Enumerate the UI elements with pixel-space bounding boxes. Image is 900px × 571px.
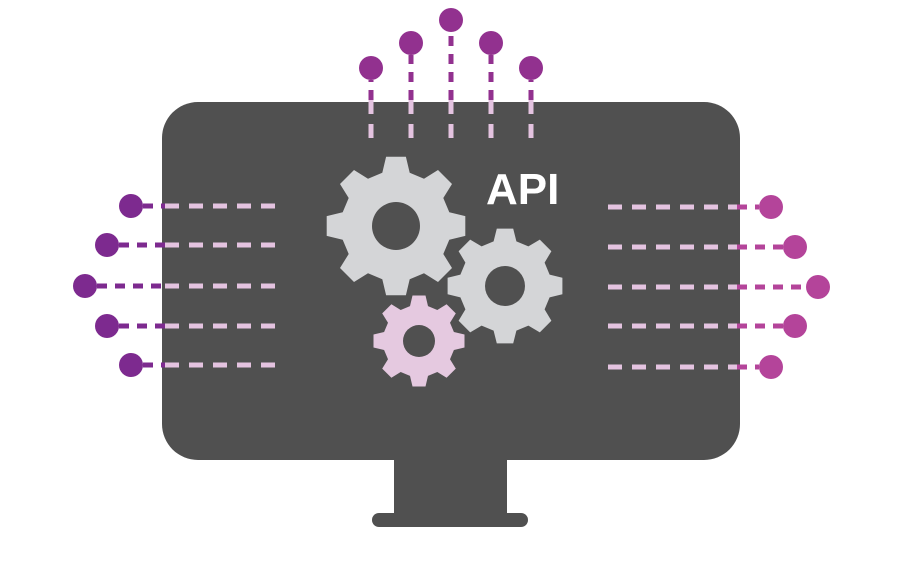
connector-node-icon xyxy=(119,194,143,218)
gears xyxy=(326,156,563,387)
gear-hole xyxy=(485,266,525,306)
connector-node-icon xyxy=(759,355,783,379)
right-connector xyxy=(608,275,830,299)
gear-icon xyxy=(373,295,465,387)
connector-node-icon xyxy=(783,314,807,338)
gear-hole xyxy=(403,325,435,357)
connector-node-icon xyxy=(95,233,119,257)
right-connector xyxy=(608,355,783,379)
top-connector xyxy=(479,31,503,138)
top-connector xyxy=(359,56,383,138)
connector-node-icon xyxy=(806,275,830,299)
monitor-stand-neck xyxy=(394,458,507,518)
connector-node-icon xyxy=(519,56,543,80)
connector-node-icon xyxy=(783,235,807,259)
right-connectors xyxy=(608,195,830,379)
api-label: API xyxy=(486,165,559,214)
gear-hole xyxy=(372,202,420,250)
connector-node-icon xyxy=(119,353,143,377)
left-connector xyxy=(95,314,275,338)
connector-node-icon xyxy=(479,31,503,55)
left-connector xyxy=(119,194,275,218)
left-connector xyxy=(73,274,275,298)
left-connectors xyxy=(73,194,275,377)
connector-node-icon xyxy=(95,314,119,338)
connector-node-icon xyxy=(399,31,423,55)
connector-node-icon xyxy=(73,274,97,298)
left-connector xyxy=(119,353,275,377)
top-connector xyxy=(399,31,423,138)
top-connector xyxy=(519,56,543,138)
connector-node-icon xyxy=(359,56,383,80)
left-connector xyxy=(95,233,275,257)
top-connectors xyxy=(359,8,543,138)
monitor-stand-base xyxy=(372,513,528,527)
connector-node-icon xyxy=(759,195,783,219)
gear-icon xyxy=(326,156,466,296)
right-connector xyxy=(608,314,807,338)
top-connector xyxy=(439,8,463,138)
gear-icon xyxy=(447,228,563,344)
right-connector xyxy=(608,235,807,259)
connector-node-icon xyxy=(439,8,463,32)
right-connector xyxy=(608,195,783,219)
